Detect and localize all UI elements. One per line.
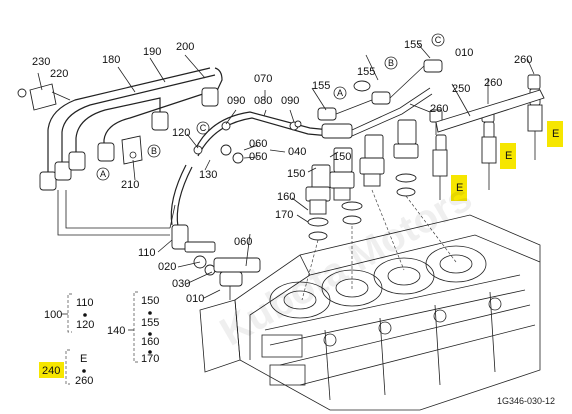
label-130: 130 xyxy=(199,169,217,181)
leader-lines xyxy=(37,43,535,385)
pipe-clamp-220 xyxy=(17,83,71,111)
label-060-top: 060 xyxy=(249,138,267,150)
label-180: 180 xyxy=(102,54,120,66)
label-030: 030 xyxy=(172,278,190,290)
circle-marker-b1: B xyxy=(151,146,157,156)
legend-170: 170 xyxy=(141,353,159,365)
label-e-1: E xyxy=(456,182,463,194)
cylinder-head xyxy=(199,214,541,411)
highlight-e-2 xyxy=(500,143,516,169)
legend-dot-5 xyxy=(82,369,86,373)
injection-pipe-set xyxy=(39,67,223,236)
label-155-a: 155 xyxy=(312,80,330,92)
label-090-left: 090 xyxy=(227,95,245,107)
legend-260: 260 xyxy=(75,375,93,387)
label-e-2: E xyxy=(505,150,512,162)
label-200: 200 xyxy=(176,41,194,53)
circled-markers: A B C A B C xyxy=(96,33,445,181)
label-260-a: 260 xyxy=(430,103,448,115)
label-040: 040 xyxy=(288,146,306,158)
glow-plug-lead xyxy=(435,89,545,133)
label-010-top: 010 xyxy=(455,47,473,59)
label-110: 110 xyxy=(138,247,156,259)
legend-100: 100 xyxy=(44,309,62,321)
label-260-c: 260 xyxy=(514,54,532,66)
label-230: 230 xyxy=(32,56,50,68)
label-190: 190 xyxy=(143,46,161,58)
legend-dot-4 xyxy=(148,350,152,354)
label-160: 160 xyxy=(277,191,295,203)
highlight-240 xyxy=(39,362,64,378)
assembly-legend: 100 110 120 140 150 155 160 170 240 E 26… xyxy=(42,295,159,387)
figure-code: 1G346-030-12 xyxy=(497,396,555,406)
label-155-b: 155 xyxy=(357,66,375,78)
label-080: 080 xyxy=(254,95,272,107)
overflow-pipe-fittings xyxy=(317,59,443,121)
label-050: 050 xyxy=(249,151,267,163)
injector-1 xyxy=(301,164,331,301)
legend-150: 150 xyxy=(141,295,159,307)
label-210: 210 xyxy=(121,179,139,191)
legend-160: 160 xyxy=(141,336,159,348)
legend-155: 155 xyxy=(141,317,159,329)
highlight-e-3 xyxy=(547,121,563,147)
legend-e: E xyxy=(80,353,87,365)
circle-marker-b2: B xyxy=(388,58,394,68)
legend-110: 110 xyxy=(76,297,94,309)
label-060-bottom: 060 xyxy=(234,236,252,248)
leak-off-hose-assembly xyxy=(170,87,433,228)
label-090-right: 090 xyxy=(281,95,299,107)
label-260-b: 260 xyxy=(484,77,502,89)
highlights xyxy=(39,121,563,378)
label-120: 120 xyxy=(172,127,190,139)
label-150-b: 150 xyxy=(333,151,351,163)
legend-dot-1 xyxy=(83,313,87,317)
label-070: 070 xyxy=(254,73,272,85)
injector-3 xyxy=(359,134,405,271)
label-e-3: E xyxy=(552,128,559,140)
part-labels: 230 220 180 190 200 210 120 090 080 090 … xyxy=(32,39,559,305)
legend-dot-2 xyxy=(148,311,152,315)
legend-120: 120 xyxy=(76,319,94,331)
circle-marker-c2: C xyxy=(435,35,442,45)
label-010-bottom: 010 xyxy=(186,293,204,305)
fuel-fitting-stack xyxy=(171,224,261,300)
circle-marker-a1: A xyxy=(100,169,106,179)
injector-2 xyxy=(329,147,363,290)
label-155-c: 155 xyxy=(404,39,422,51)
legend-140: 140 xyxy=(107,325,125,337)
glow-plug-1 xyxy=(429,109,448,200)
legend-dot-3 xyxy=(148,332,152,336)
label-220: 220 xyxy=(50,68,68,80)
circle-marker-c1: C xyxy=(200,123,207,133)
label-150-a: 150 xyxy=(287,168,305,180)
injector-4 xyxy=(393,119,457,263)
legend-240: 240 xyxy=(42,365,60,377)
label-020: 020 xyxy=(158,261,176,273)
glow-plug-2 xyxy=(481,107,497,190)
glow-plug-3 xyxy=(527,74,543,160)
circle-marker-a2: A xyxy=(337,88,343,98)
label-250: 250 xyxy=(452,83,470,95)
highlight-e-1 xyxy=(451,175,467,201)
label-170: 170 xyxy=(275,209,293,221)
